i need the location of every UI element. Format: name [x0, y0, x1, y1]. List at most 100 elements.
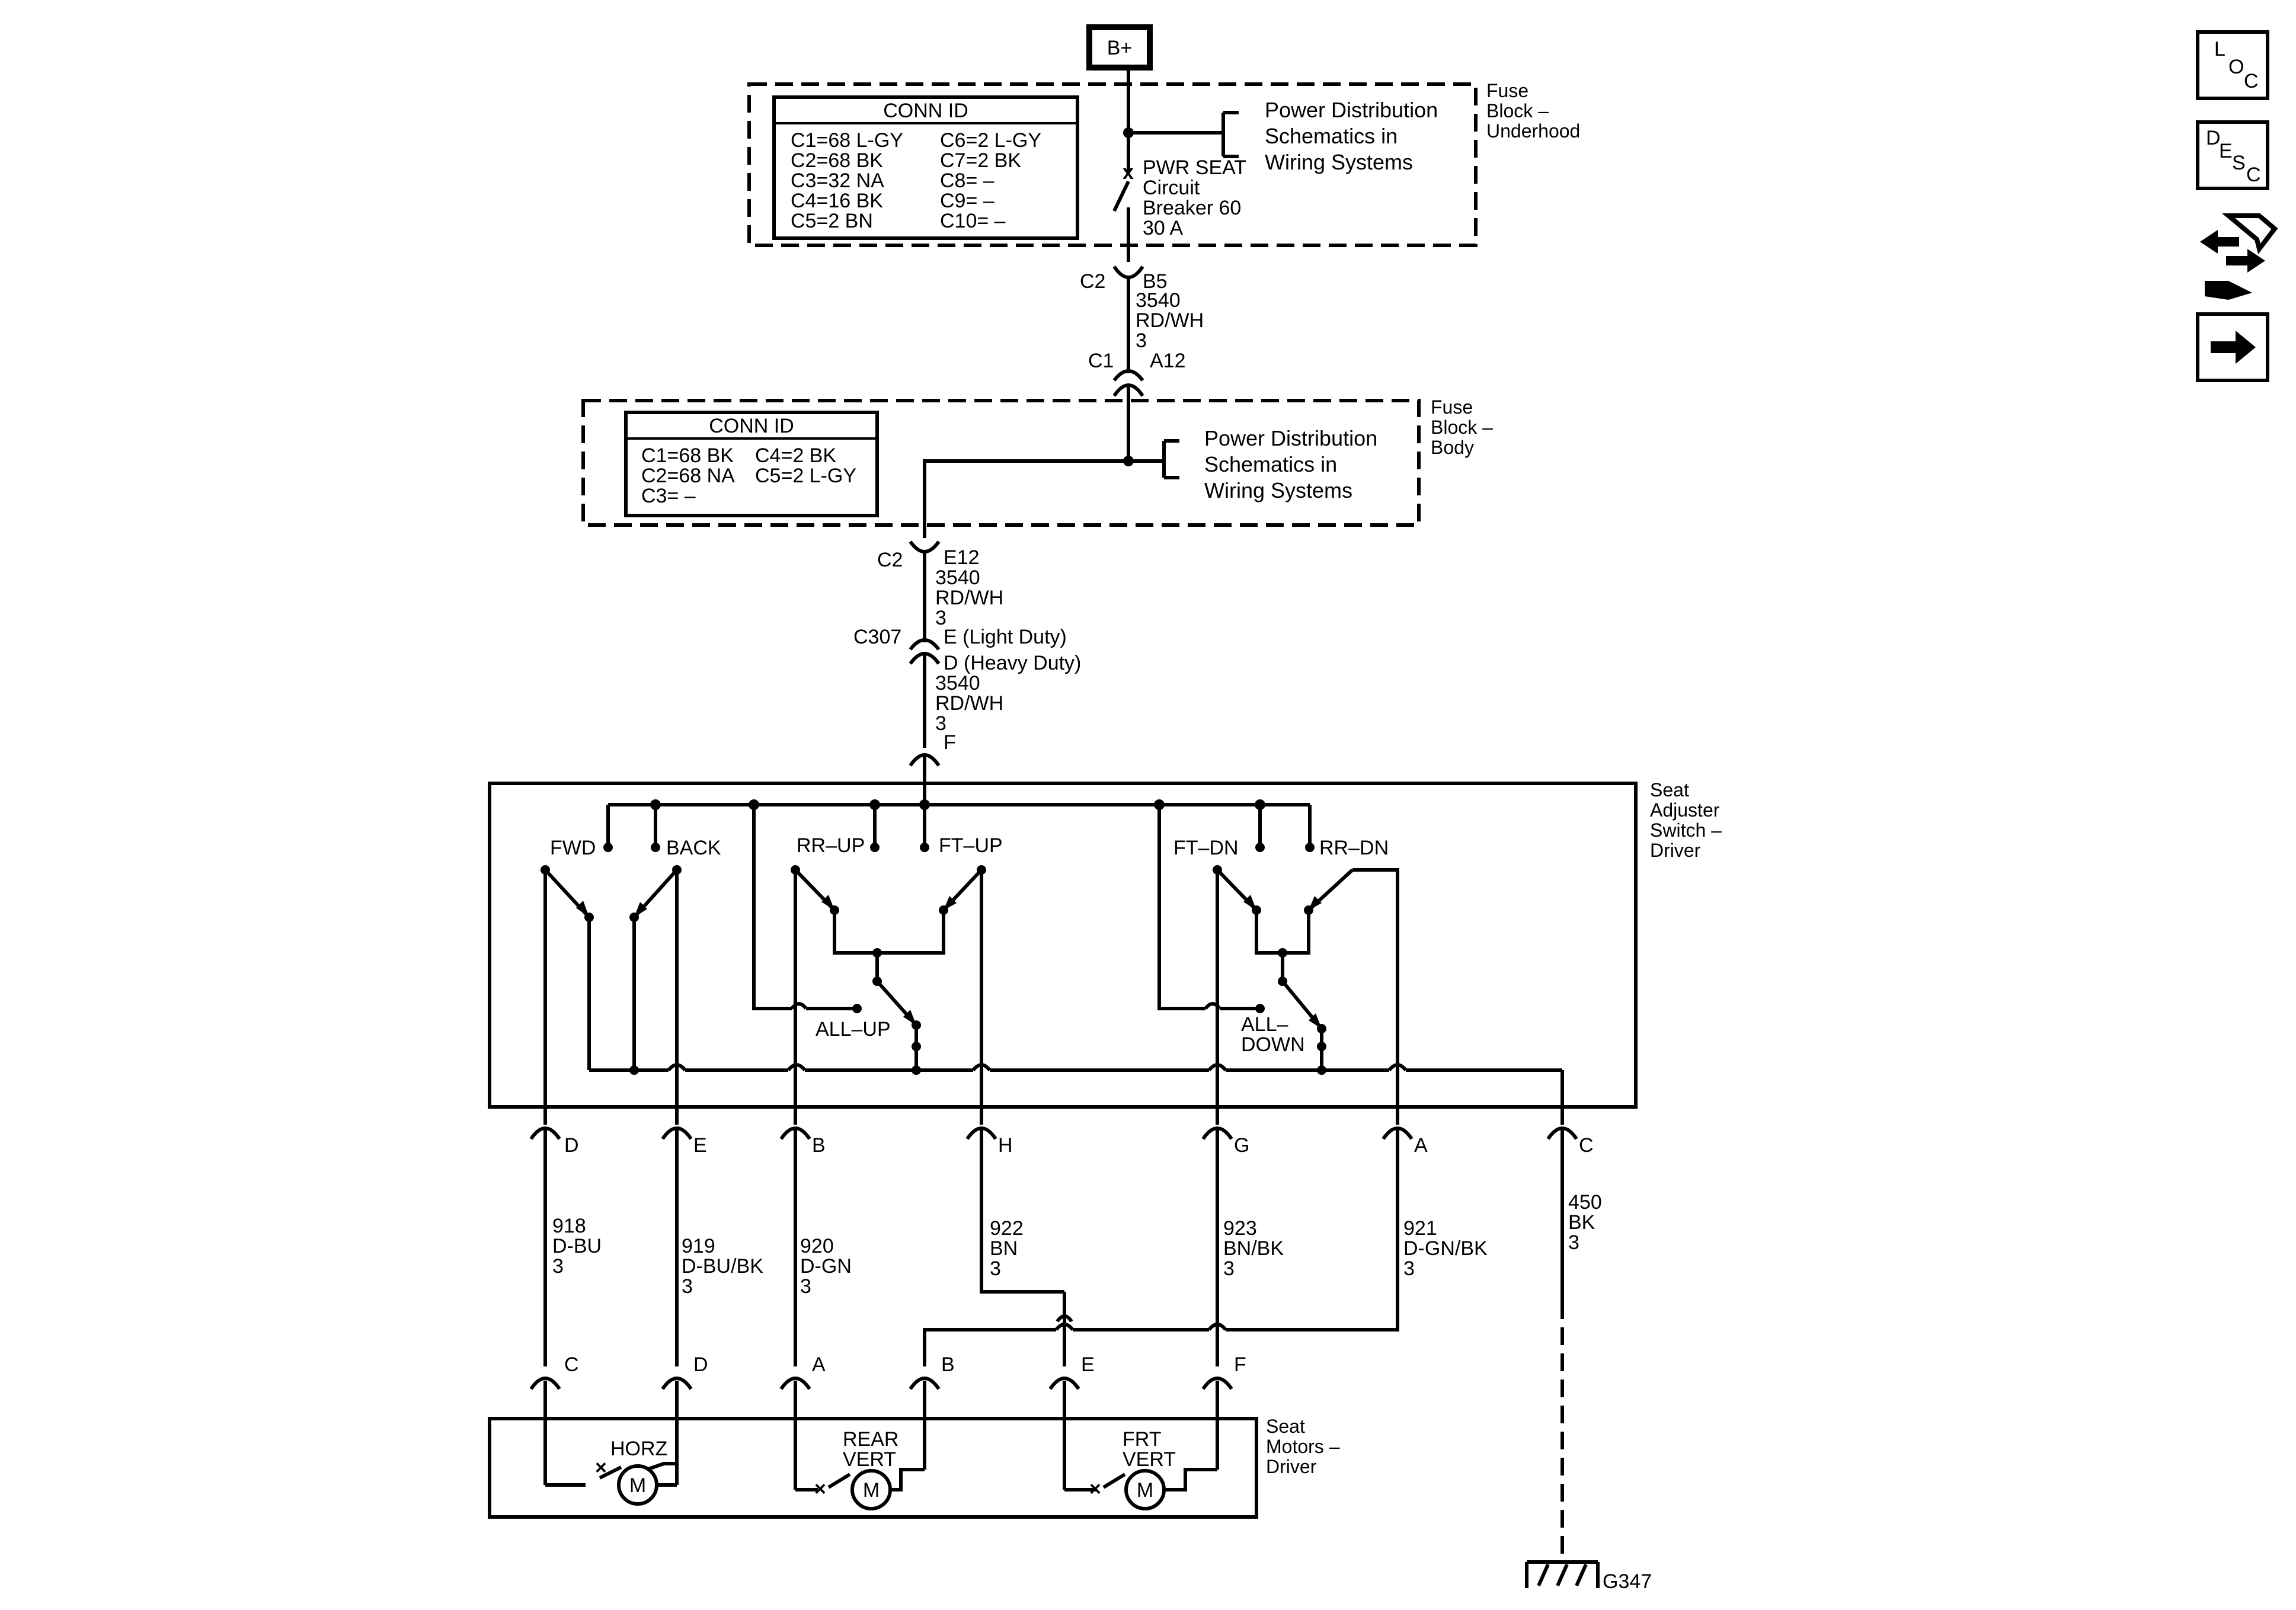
svg-text:G: G [1234, 1134, 1249, 1157]
w919-1: 919 [682, 1235, 715, 1257]
svg-text:×: × [595, 1457, 607, 1479]
wire-labels: 918 D-BU 3 919 D-BU/BK 3 920 D-GN 3 922 … [552, 1191, 1602, 1298]
svg-text:Switch –: Switch – [1650, 820, 1722, 841]
svg-text:C3=32 NA: C3=32 NA [791, 169, 884, 192]
ground-symbol [1525, 1560, 1600, 1588]
harness-wires [543, 1128, 1564, 1562]
svg-text:C1=68 L-GY: C1=68 L-GY [791, 129, 903, 152]
circuit-breaker-symbol: x [1112, 161, 1134, 262]
label-vert-rear: VERT [843, 1448, 896, 1471]
w922-2: BN [990, 1237, 1018, 1260]
desc-button[interactable]: D E S C [2196, 120, 2269, 190]
svg-text:C: C [564, 1353, 579, 1376]
breaker-label: PWR SEAT Circuit Breaker 60 30 A [1143, 156, 1246, 239]
w923-1: 923 [1223, 1217, 1257, 1240]
motor-connectors [529, 1377, 1233, 1390]
w918-2: D-BU [552, 1235, 602, 1257]
bplus-label: B+ [1107, 37, 1133, 59]
w918-1: 918 [552, 1215, 586, 1237]
svg-text:D: D [2206, 127, 2221, 149]
svg-text:B: B [941, 1353, 955, 1376]
svg-text:Wiring Systems: Wiring Systems [1265, 150, 1413, 174]
svg-text:3: 3 [935, 607, 946, 629]
label-ft-dn: FT–DN [1173, 837, 1239, 859]
bplus-box: B+ [1086, 24, 1153, 71]
pin-f: F [944, 731, 956, 754]
connector-c2-b5 [1112, 265, 1144, 279]
svg-text:O: O [2228, 56, 2244, 78]
svg-text:C10= –: C10= – [940, 210, 1006, 232]
svg-text:H: H [998, 1134, 1013, 1157]
svg-text:S: S [2232, 152, 2246, 174]
motor-horz: × M HORZ [595, 1438, 679, 1506]
pin-a12: A12 [1150, 350, 1186, 372]
pin-e12: E12 [944, 546, 980, 569]
connector-c1-a12-top [1112, 369, 1144, 382]
pin-e-light-duty: E (Light Duty) [944, 626, 1067, 648]
conn-c307: C307 [853, 626, 901, 648]
w920-3: 3 [800, 1275, 811, 1298]
label-all-down-2: DOWN [1241, 1033, 1305, 1056]
svg-text:Underhood: Underhood [1486, 120, 1580, 142]
label-all-up: ALL–UP [816, 1018, 891, 1041]
svg-text:Power Distribution: Power Distribution [1204, 426, 1377, 450]
circuit-3540-mid2: 3540 RD/WH 3 [935, 672, 1003, 735]
ground-label: G347 [1603, 1570, 1652, 1593]
svg-text:C: C [2244, 70, 2259, 92]
loc-button[interactable]: L O C [2196, 30, 2269, 100]
svg-text:C4=16 BK: C4=16 BK [791, 190, 883, 212]
label-back: BACK [666, 837, 721, 859]
svg-text:Schematics in: Schematics in [1204, 452, 1337, 476]
svg-text:CONN ID: CONN ID [709, 415, 794, 437]
label-rr-up: RR–UP [797, 834, 865, 857]
conn-id-table-body: CONN ID C1=68 BK C2=68 NA C3= – C4=2 BK … [624, 411, 879, 517]
svg-text:C: C [2246, 164, 2261, 186]
svg-text:×: × [814, 1478, 826, 1500]
motor-pin-labels: C D A B E F [564, 1353, 1246, 1376]
pds-bracket-underhood [1221, 111, 1239, 158]
svg-text:Schematics in: Schematics in [1265, 124, 1398, 148]
svg-text:3: 3 [1136, 329, 1147, 352]
svg-text:Block –: Block – [1486, 100, 1549, 121]
svg-text:B: B [812, 1134, 826, 1157]
circuit-3540-mid1: 3540 RD/WH 3 [935, 566, 1003, 629]
svg-text:M: M [629, 1474, 646, 1497]
svg-text:A: A [812, 1353, 826, 1376]
pds-text-underhood: Power Distribution Schematics in Wiring … [1265, 98, 1438, 174]
svg-text:CONN ID: CONN ID [883, 100, 968, 122]
fuse-block-body-outline [581, 399, 1421, 527]
fuse-underhood-title: Fuse Block – Underhood [1486, 80, 1580, 142]
label-horz: HORZ [610, 1438, 667, 1460]
connector-swap-icon[interactable] [2200, 213, 2278, 300]
arrow-right-icon [2211, 331, 2256, 364]
conn-id-table-underhood: CONN ID C1=68 L-GY C2=68 BK C3=32 NA C4=… [772, 95, 1079, 240]
svg-text:Wiring Systems: Wiring Systems [1204, 478, 1352, 502]
svg-text:×: × [1089, 1478, 1101, 1500]
conn-c1: C1 [1088, 350, 1114, 372]
w920-1: 920 [800, 1235, 834, 1257]
svg-text:L: L [2214, 38, 2225, 60]
svg-text:RD/WH: RD/WH [1136, 309, 1204, 332]
motor-rear-vert: × M REAR VERT [814, 1428, 903, 1510]
switch-pin-labels: D E B H G A C [564, 1134, 1594, 1157]
label-fwd: FWD [550, 837, 596, 859]
label-all-down-1: ALL– [1241, 1013, 1288, 1036]
svg-text:D: D [693, 1353, 708, 1376]
conn-c2-top: C2 [1080, 270, 1105, 293]
svg-text:Circuit: Circuit [1143, 177, 1200, 199]
next-page-button[interactable] [2196, 312, 2269, 382]
svg-text:RD/WH: RD/WH [935, 692, 1003, 715]
pin-d-heavy-duty: D (Heavy Duty) [944, 652, 1081, 674]
w919-3: 3 [682, 1275, 693, 1298]
svg-text:Power Distribution: Power Distribution [1265, 98, 1438, 122]
conn-c2-mid: C2 [877, 549, 903, 571]
svg-text:C1=68 BK: C1=68 BK [641, 444, 734, 467]
svg-text:Adjuster: Adjuster [1650, 799, 1720, 821]
connector-c307-bottom [909, 652, 941, 665]
svg-text:F: F [1234, 1353, 1246, 1376]
w922-1: 922 [990, 1217, 1024, 1240]
seat-motors-outline [488, 1417, 1258, 1519]
seat-adjuster-switch-outline [488, 782, 1638, 1109]
svg-text:C5=2 L-GY: C5=2 L-GY [755, 465, 856, 487]
